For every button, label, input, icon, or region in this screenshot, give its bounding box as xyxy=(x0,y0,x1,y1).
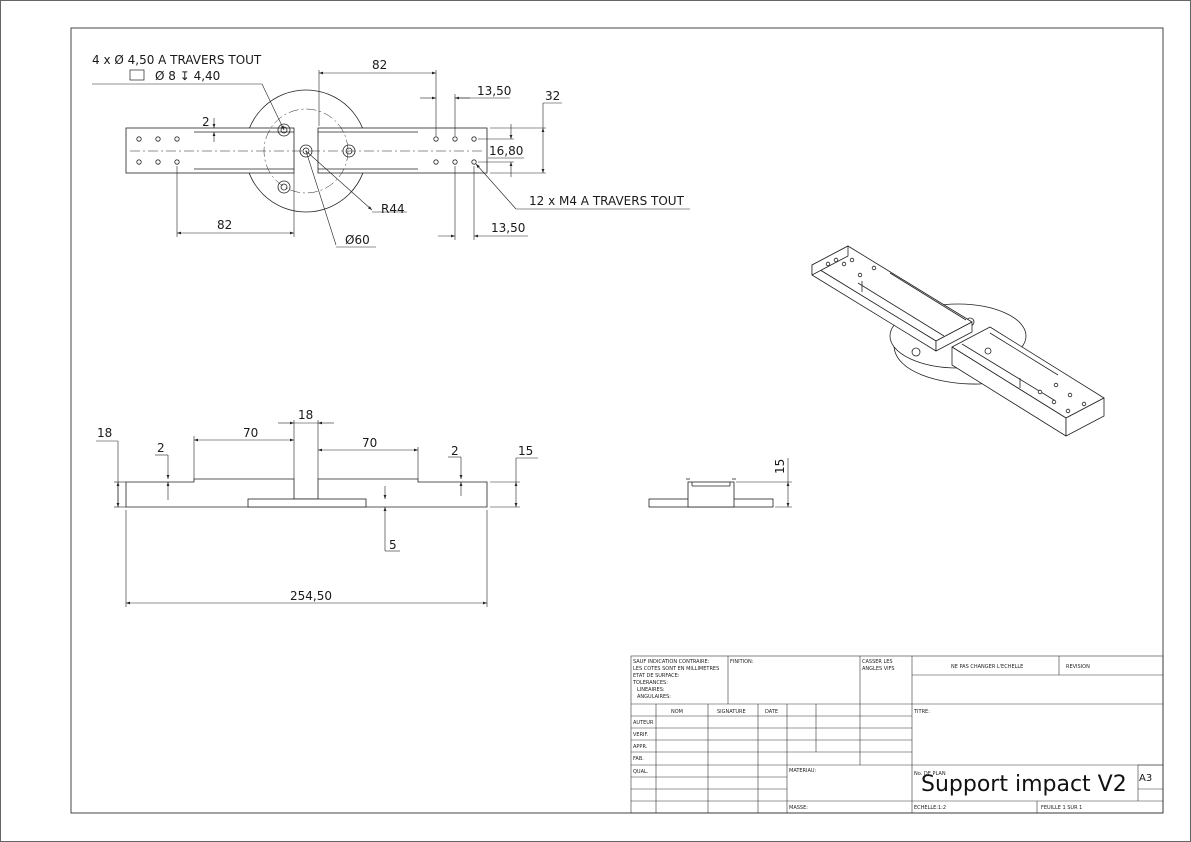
tb-break-edges-1: CASSER LES xyxy=(862,659,893,665)
dim-2-left: 2 xyxy=(157,441,165,455)
tb-row-author: AUTEUR xyxy=(633,720,654,726)
dim-70-left: 70 xyxy=(243,426,258,440)
dim-32: 32 xyxy=(545,89,560,103)
tb-note-5: LINEAIRES: xyxy=(637,687,665,693)
counterbored-holes xyxy=(277,123,356,194)
m4-holes xyxy=(136,136,477,165)
tb-mass: MASSE: xyxy=(789,805,808,811)
tb-scale: ECHELLE:1:2 xyxy=(914,805,946,811)
front-view-dimensions xyxy=(96,420,538,607)
front-view xyxy=(125,478,488,508)
tb-material: MATERIAU: xyxy=(789,768,817,774)
tb-drawing-no: No. DE PLAN xyxy=(914,771,946,777)
tb-note-4: TOLERANCES: xyxy=(632,680,668,686)
tb-sheet-size: A3 xyxy=(1139,773,1152,784)
tb-row-qual: QUAL. xyxy=(633,769,649,775)
tb-note-3: ETAT DE SURFACE: xyxy=(633,673,680,679)
dim-82-top: 82 xyxy=(372,58,387,72)
side-view-dimensions xyxy=(736,458,792,508)
drawing-frame xyxy=(70,27,1164,814)
dim-16-80: 16,80 xyxy=(489,144,523,158)
tb-break-edges-2: ANGLES VIFS xyxy=(862,666,895,672)
dim-r44: R44 xyxy=(381,202,405,216)
dim-dia60: Ø60 xyxy=(345,233,370,247)
tb-finish: FINITION: xyxy=(730,659,754,665)
m4-callout: 12 x M4 A TRAVERS TOUT xyxy=(529,194,685,208)
iso-right-arm-end xyxy=(1065,397,1105,437)
tb-row-fab: FAB. xyxy=(633,756,644,762)
dim-18-gap: 18 xyxy=(298,408,313,422)
tb-note-1: SAUF INDICATION CONTRAIRE: xyxy=(633,659,710,665)
top-view-labels: 4 x Ø 4,50 A TRAVERS TOUT Ø 8 ↧ 4,40 82 … xyxy=(92,53,685,247)
iso-left-arm-end xyxy=(935,321,973,352)
tb-row-appr: APPR. xyxy=(633,744,648,750)
front-view-labels: 18 18 2 70 70 2 15 5 254,50 xyxy=(97,408,533,603)
front-base-plate xyxy=(247,498,367,508)
hole-callout-2: Ø 8 ↧ 4,40 xyxy=(155,69,220,83)
tb-drawing-title: Support impact V2 xyxy=(921,772,1127,797)
top-view xyxy=(125,89,488,213)
tb-sheet: FEUILLE 1 SUR 1 xyxy=(1041,805,1082,811)
tb-note-6: ANGULAIRES: xyxy=(637,694,671,700)
dim-13-50-bottom: 13,50 xyxy=(491,221,525,235)
tb-note-2: LES COTES SONT EN MILLIMETRES xyxy=(633,666,719,672)
dim-2-top: 2 xyxy=(202,115,210,129)
dim-82-bottom: 82 xyxy=(217,218,232,232)
title-block-text: SAUF INDICATION CONTRAIRE: LES COTES SON… xyxy=(632,659,1152,811)
title-block xyxy=(630,655,1164,814)
dim-5: 5 xyxy=(389,538,397,552)
tb-title-label: TITRE: xyxy=(913,709,930,715)
tb-col-signature: SIGNATURE xyxy=(717,709,746,715)
tb-col-date: DATE xyxy=(765,709,778,715)
tb-row-verif: VERIF. xyxy=(633,732,649,738)
dim-70-right: 70 xyxy=(362,436,377,450)
dim-15: 15 xyxy=(518,444,533,458)
tb-revision: REVISION xyxy=(1066,664,1090,670)
left-arm xyxy=(125,127,295,174)
top-view-dimensions xyxy=(92,70,690,248)
dim-254-50: 254,50 xyxy=(290,589,332,603)
tb-no-scale: NE PAS CHANGER L'ECHELLE xyxy=(951,664,1023,670)
hole-callout-1: 4 x Ø 4,50 A TRAVERS TOUT xyxy=(92,53,262,67)
dim-18-height: 18 xyxy=(97,426,112,440)
isometric-view xyxy=(811,245,1105,437)
tb-col-name: NOM xyxy=(671,709,683,715)
dim-13-50-top: 13,50 xyxy=(477,84,511,98)
dim-2-right: 2 xyxy=(451,444,459,458)
dim-15-side: 15 xyxy=(773,459,787,474)
side-view xyxy=(648,478,774,508)
